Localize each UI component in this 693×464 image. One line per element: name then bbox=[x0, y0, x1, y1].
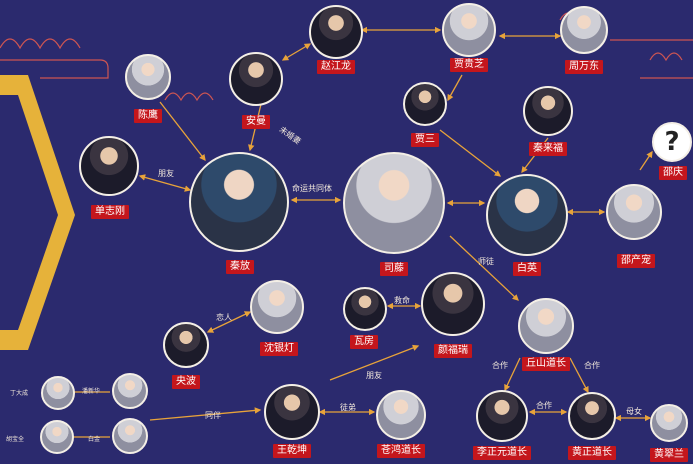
link-jiasan-baiying bbox=[439, 129, 502, 177]
name-tag-huang-zhengyuan: 黄正道长 bbox=[568, 446, 616, 460]
name-small-4: 白金 bbox=[88, 436, 101, 443]
avatar-small-2 bbox=[112, 373, 148, 409]
name-tag-zhao-jianglong: 赵江龙 bbox=[317, 60, 355, 74]
avatar-huang-zhengyuan bbox=[568, 392, 616, 440]
relation-label-lover: 恋人 bbox=[216, 313, 232, 322]
name-tag-qin-laifu: 秦来福 bbox=[529, 142, 567, 156]
name-tag-qiu-shan: 丘山道长 bbox=[522, 357, 570, 371]
relation-label-favor: 救命 bbox=[394, 296, 410, 305]
question-icon: ? bbox=[664, 127, 680, 157]
avatar-jia-san bbox=[403, 82, 447, 126]
link-shao-qing bbox=[639, 150, 653, 171]
avatar-wa-fang bbox=[343, 287, 387, 331]
link-qiu-huang bbox=[569, 357, 589, 394]
relation-label-fate: 命运共同体 bbox=[292, 184, 332, 193]
name-small-1: 丁大成 bbox=[10, 390, 29, 397]
relation-label-coop3: 合作 bbox=[536, 401, 552, 410]
name-tag-shen-yinlian: 沈银灯 bbox=[260, 342, 298, 356]
name-tag-jia-san: 贾三 bbox=[411, 133, 439, 147]
relation-label-coop1: 合作 bbox=[492, 361, 508, 370]
avatar-yang-bo bbox=[163, 322, 209, 368]
relation-label-friend2: 朋友 bbox=[366, 371, 382, 380]
link-siteng-qiushan bbox=[449, 235, 519, 301]
avatar-small-3 bbox=[40, 420, 74, 454]
relation-label-partner: 同伴 bbox=[205, 411, 221, 420]
avatar-qin-fang bbox=[189, 152, 289, 252]
name-tag-shao-qing: 邵庆 bbox=[659, 166, 687, 180]
link-qiu-li bbox=[504, 357, 521, 392]
avatar-qin-laifu bbox=[523, 86, 573, 136]
avatar-si-teng bbox=[343, 152, 445, 254]
name-tag-zhou-wandong: 周万东 bbox=[565, 60, 603, 74]
name-tag-yang-bo: 央波 bbox=[172, 375, 200, 389]
name-tag-li-zhengyuan: 李正元道长 bbox=[473, 446, 531, 460]
name-tag-jia-guizhi: 贾贵芝 bbox=[450, 58, 488, 72]
link-shan-qinfang bbox=[138, 174, 192, 192]
avatar-shan-zhigang bbox=[79, 136, 139, 196]
avatar-zhao-jianglong bbox=[309, 5, 363, 59]
avatar-chen-ying bbox=[125, 54, 171, 100]
link-jia-jiasan bbox=[447, 74, 463, 102]
name-tag-shao-yanning: 邵产宠 bbox=[617, 254, 655, 268]
avatar-shao-yanning bbox=[606, 184, 662, 240]
relation-label-master: 师徒 bbox=[478, 257, 494, 266]
name-tag-huang-cuilan: 黄翠兰 bbox=[650, 448, 688, 462]
link-yang-shen bbox=[206, 311, 252, 333]
name-tag-an-man: 安曼 bbox=[242, 115, 270, 129]
link-an-zhao bbox=[281, 43, 312, 61]
avatar-small-1 bbox=[41, 376, 75, 410]
name-small-2: 潘新华 bbox=[82, 388, 101, 395]
name-tag-bai-ying: 白英 bbox=[513, 262, 541, 276]
relation-label-disciple: 徒弟 bbox=[340, 403, 356, 412]
avatar-jia-guizhi bbox=[442, 3, 496, 57]
avatar-shen-yinlian bbox=[250, 280, 304, 334]
avatar-bai-ying bbox=[486, 174, 568, 256]
link-chenying-qinfang bbox=[159, 101, 206, 162]
avatar-unknown: ? bbox=[652, 122, 692, 162]
avatar-wang-qiankun bbox=[264, 384, 320, 440]
name-tag-chen-ying: 陈鹰 bbox=[134, 109, 162, 123]
avatar-li-zhengyuan bbox=[476, 390, 528, 442]
name-small-3: 胡宝全 bbox=[6, 436, 25, 443]
name-tag-si-teng: 司藤 bbox=[380, 262, 408, 276]
avatar-small-4 bbox=[112, 418, 148, 454]
name-tag-wang-qiankun: 王乾坤 bbox=[273, 444, 311, 458]
avatar-qiu-shan bbox=[518, 298, 574, 354]
relation-label-mother: 母女 bbox=[626, 407, 642, 416]
name-tag-yan-fuwei: 颜福瑞 bbox=[434, 344, 472, 358]
avatar-cang-hong bbox=[376, 390, 426, 440]
avatar-huang-cuilan bbox=[650, 404, 688, 442]
name-tag-cang-hong: 苍鸿道长 bbox=[377, 444, 425, 458]
link-wang-yan bbox=[329, 344, 420, 381]
name-tag-qin-fang: 秦放 bbox=[226, 260, 254, 274]
avatar-yan-fuwei bbox=[421, 272, 485, 336]
relation-label-friend: 朋友 bbox=[158, 169, 174, 178]
avatar-an-man bbox=[229, 52, 283, 106]
name-tag-wa-fang: 瓦房 bbox=[350, 335, 378, 349]
name-tag-shan-zhigang: 单志刚 bbox=[91, 205, 129, 219]
relation-label-coop2: 合作 bbox=[584, 361, 600, 370]
link-small-wang bbox=[149, 407, 262, 421]
avatar-zhou-wandong bbox=[560, 6, 608, 54]
